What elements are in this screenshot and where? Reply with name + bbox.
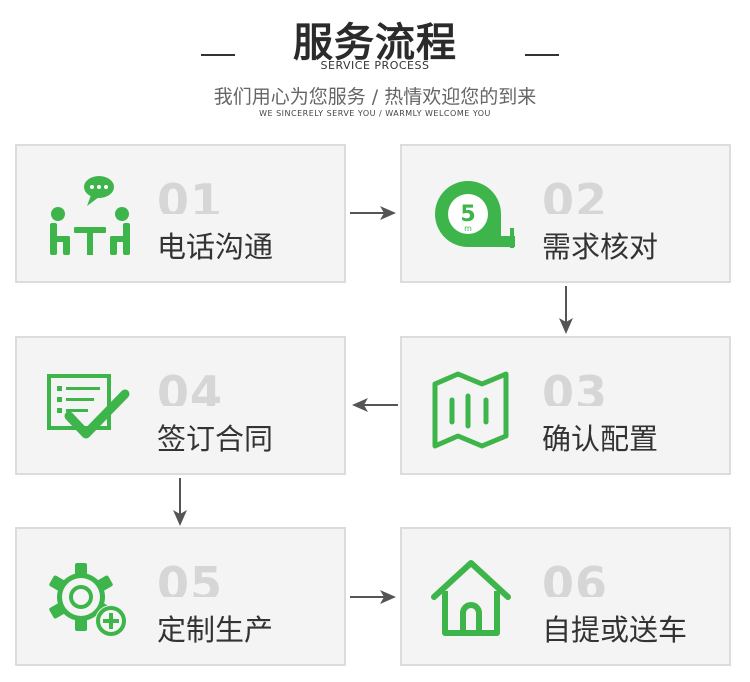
step-number: 06 bbox=[542, 561, 609, 597]
meeting-chat-icon bbox=[50, 176, 130, 255]
tape-measure-icon: 5 m bbox=[435, 181, 515, 248]
title-line-right bbox=[525, 54, 559, 56]
step-label: 电话沟通 bbox=[157, 230, 274, 264]
checklist-icon bbox=[47, 374, 130, 439]
step-number: 04 bbox=[157, 370, 224, 406]
tape-unit: m bbox=[464, 224, 472, 233]
step-label: 自提或送车 bbox=[542, 613, 688, 647]
arrow-down-icon bbox=[173, 478, 187, 526]
step-label: 定制生产 bbox=[157, 613, 274, 647]
house-icon bbox=[431, 560, 511, 636]
step-05: 05 定制生产 bbox=[15, 527, 346, 666]
header: 服务流程 SERVICE PROCESS 我们用心为您服务 / 热情欢迎您的到来… bbox=[0, 0, 750, 130]
page-subtitle-en: WE SINCERELY SERVE YOU / WARMLY WELCOME … bbox=[259, 109, 491, 118]
step-01: 01 电话沟通 bbox=[15, 144, 346, 283]
step-02: 5 m 02 需求核对 bbox=[400, 144, 731, 283]
step-number: 02 bbox=[542, 178, 609, 214]
step-03: 03 确认配置 bbox=[400, 336, 731, 475]
arrow-right-icon bbox=[350, 590, 396, 604]
page-subtitle: 我们用心为您服务 / 热情欢迎您的到来 bbox=[213, 86, 537, 108]
arrow-down-icon bbox=[559, 286, 573, 334]
step-label: 签订合同 bbox=[157, 422, 274, 456]
step-06: 06 自提或送车 bbox=[400, 527, 731, 666]
title-line-left bbox=[201, 54, 235, 56]
tape-mark: 5 bbox=[460, 202, 475, 227]
map-icon bbox=[432, 371, 509, 449]
step-label: 需求核对 bbox=[542, 230, 659, 264]
arrow-left-icon bbox=[352, 398, 398, 412]
step-number: 05 bbox=[157, 561, 224, 597]
step-04: 04 签订合同 bbox=[15, 336, 346, 475]
arrow-right-icon bbox=[350, 206, 396, 220]
page-title: 服务流程 bbox=[293, 20, 457, 66]
gear-plus-icon bbox=[49, 563, 127, 637]
step-number: 01 bbox=[157, 178, 224, 214]
step-number: 03 bbox=[542, 370, 609, 406]
step-label: 确认配置 bbox=[542, 422, 659, 456]
page-title-en: SERVICE PROCESS bbox=[320, 59, 430, 72]
